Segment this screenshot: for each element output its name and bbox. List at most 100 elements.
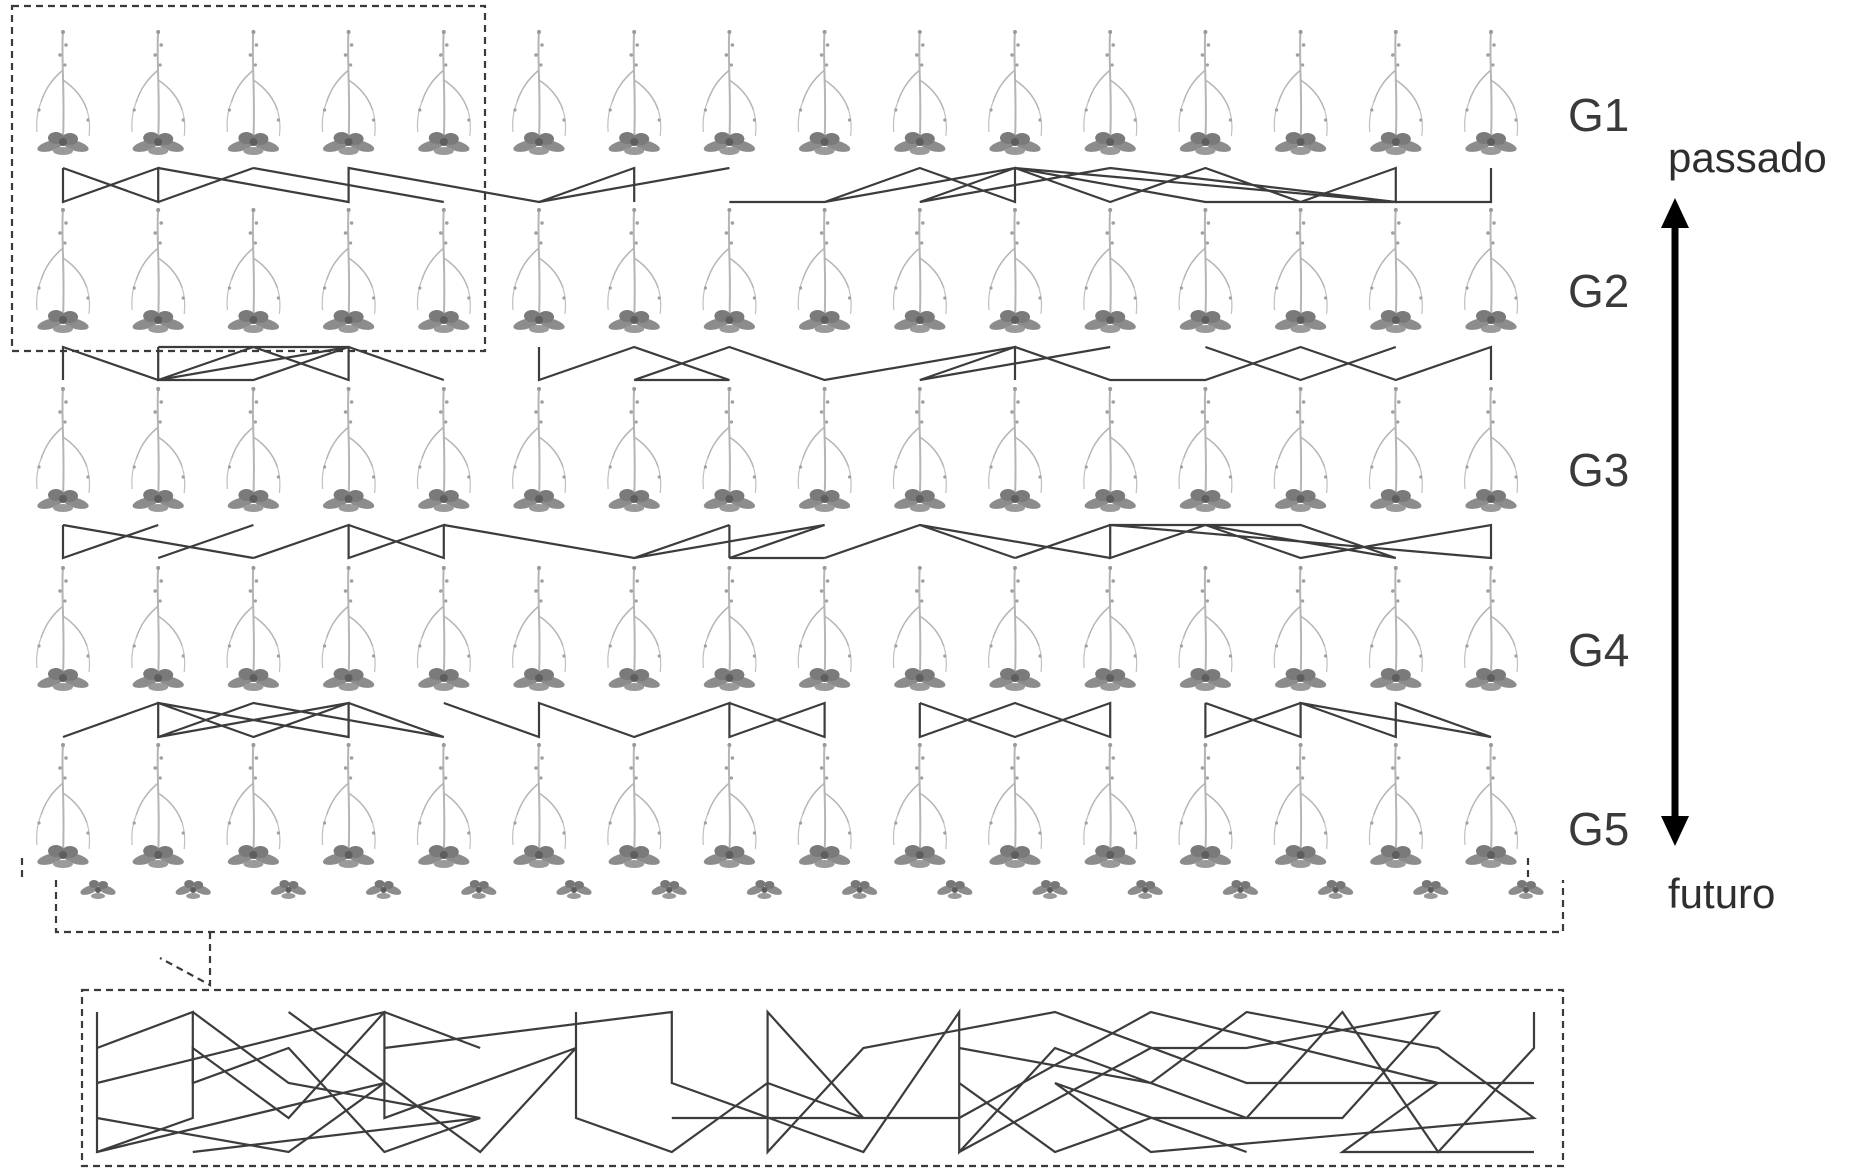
plant-icon [36,743,90,868]
time-label-future: futuro [1668,873,1775,915]
plant-icon [227,208,281,333]
summary-cross-line [193,1012,480,1152]
generation-label-g4: G4 [1568,627,1629,673]
plant-icon [1369,30,1423,155]
plant-icon [322,208,376,333]
plant-icon [893,566,947,691]
plant-icon [512,30,566,155]
seedling-icon [1222,880,1260,899]
seedling-icon [1507,880,1545,899]
plant-icon [512,743,566,868]
seedling-icon [746,880,784,899]
plant-icon [988,30,1042,155]
plant-icon [798,387,852,512]
seedling-icon [460,880,498,899]
dashed-bracket [22,858,1563,985]
seedling-icon [650,880,688,899]
cross-lines [63,168,1491,737]
plant-icon [227,387,281,512]
cross-line [63,168,158,202]
plant-icon [1179,743,1233,868]
cross-line [920,347,1110,380]
generation-label-g3: G3 [1568,447,1629,493]
seedling-icon [270,880,308,899]
cross-line [63,703,444,737]
plant-icon [988,566,1042,691]
plant-icon [1274,208,1328,333]
generation-label-g2: G2 [1568,268,1629,314]
plant-icon [1083,566,1137,691]
plant-icon [36,30,90,155]
plant-icon [703,208,757,333]
plant-icon [227,566,281,691]
cross-line [444,703,825,737]
cross-line [444,525,825,558]
plant-icon [1464,30,1518,155]
plant-icon [607,387,661,512]
plant-icon [703,743,757,868]
plant-icon [1464,208,1518,333]
plant-icon [607,566,661,691]
generation-label-g5: G5 [1568,806,1629,852]
plant-icon [1083,30,1137,155]
plant-icon [703,387,757,512]
dashed-box-detail [12,6,485,351]
plant-icon [1083,743,1137,868]
cross-line [920,703,1110,737]
plant-icon [417,208,471,333]
plant-icon [512,387,566,512]
plant-icon [131,387,185,512]
plant-icon [1179,566,1233,691]
arrow-down-head [1661,816,1689,846]
plant-icon [1274,30,1328,155]
plant-icon [893,208,947,333]
cross-line [1205,347,1395,380]
plant-icon [988,387,1042,512]
plant-icon [36,387,90,512]
plant-icon [1464,566,1518,691]
plant-icon [417,30,471,155]
plant-icon [1464,387,1518,512]
seedlings-layer [79,880,1545,899]
plant-icon [798,566,852,691]
plant-icon [607,743,661,868]
plant-icon [1083,208,1137,333]
plant-icon [322,566,376,691]
seedling-icon [1126,880,1164,899]
plant-icon [417,566,471,691]
plant-icon [1369,566,1423,691]
plant-icon [131,566,185,691]
cross-line [825,525,1491,558]
plant-icon [893,387,947,512]
plant-icon [322,30,376,155]
plant-icon [607,208,661,333]
plant-icon [1179,208,1233,333]
plant-icon [1179,387,1233,512]
plant-icon [227,30,281,155]
plant-icon [131,208,185,333]
plant-icon [1369,208,1423,333]
plant-icon [1179,30,1233,155]
plant-icon [417,743,471,868]
time-label-past: passado [1668,137,1827,179]
plant-icon [703,566,757,691]
plant-icon [988,743,1042,868]
plant-icon [322,387,376,512]
cross-line [63,525,158,558]
plant-icon [512,208,566,333]
plant-icon [322,743,376,868]
plant-icon [893,743,947,868]
plant-icon [798,743,852,868]
cross-line [63,525,253,558]
plant-icon [1464,743,1518,868]
plant-icon [131,743,185,868]
summary-lines [97,1012,1534,1152]
plants-layer [36,30,1518,868]
seedling-icon [841,880,879,899]
seedling-icon [79,880,117,899]
plant-icon [893,30,947,155]
plant-icon [36,566,90,691]
seedling-icon [1031,880,1069,899]
seedling-icon [936,880,974,899]
plant-icon [703,30,757,155]
